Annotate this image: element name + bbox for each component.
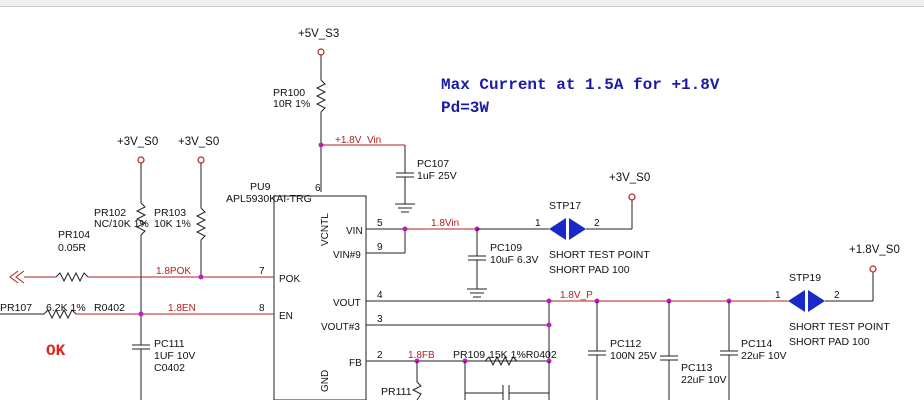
design-note-line1: Max Current at 1.5A for +1.8V — [441, 76, 720, 94]
pr109-value: 15K 1%R0402 — [489, 349, 557, 361]
pin-number-en: 8 — [259, 303, 265, 314]
test-point-stp19-right — [808, 290, 825, 312]
net-label-vin: 1.8Vin — [431, 218, 459, 229]
stp17-desc-line1: SHORT TEST POINT — [549, 249, 650, 261]
pr102-ref: PR102 — [94, 207, 126, 219]
pc111-ref: PC111 — [154, 338, 185, 350]
net-label-1v8-vin-top: +1.8V_Vin — [335, 135, 381, 146]
pc109-ref: PC109 — [490, 242, 522, 254]
pr100-value: 10R 1% — [273, 98, 310, 110]
power-net-3v-s0-b: +3V_S0 — [178, 136, 219, 148]
toolbar-strip — [0, 0, 924, 7]
ok-mark: OK — [46, 342, 66, 360]
ic-part-number: APL5930KAI-TRG — [226, 193, 312, 205]
pr109-ref: PR109 — [453, 349, 485, 361]
power-terminal-3v-s0 — [628, 193, 636, 201]
resistor-pr100-symbol — [315, 79, 327, 113]
stp19-desc-line1: SHORT TEST POINT — [789, 321, 890, 333]
resistor-pr109-symbol — [484, 355, 518, 367]
pin-number-vctl: 6 — [315, 183, 321, 194]
pc111-package: C0402 — [154, 362, 185, 374]
pr107-ref: PR107 — [0, 302, 32, 314]
power-net-3v-s0-c: +3V_S0 — [609, 172, 650, 184]
pc112-value: 100N 25V — [610, 350, 657, 362]
net-label-en: 1.8EN — [168, 303, 196, 314]
stp17-ref: STP17 — [549, 200, 581, 212]
pr103-value: 10K 1% — [154, 218, 191, 230]
junction — [198, 274, 204, 280]
power-net-1v8-s0: +1.8V_S0 — [849, 244, 900, 256]
pin-en: EN — [279, 311, 293, 322]
junction — [138, 311, 144, 317]
resistor-pr102-symbol — [135, 202, 147, 236]
pin-pok: POK — [279, 274, 300, 285]
pin-vout: VOUT — [333, 298, 361, 309]
pin-number-pok: 7 — [259, 266, 265, 277]
pc114-value: 22uF 10V — [741, 350, 787, 362]
pin-fb: FB — [349, 358, 362, 369]
pin-vctl: VCNTL — [320, 213, 331, 246]
pc111-value: 1UF 10V — [154, 350, 195, 362]
design-note-line2: Pd=3W — [441, 99, 489, 117]
resistor-pr103-symbol — [195, 207, 207, 241]
pr100-ref: PR100 — [273, 87, 305, 99]
power-terminal-3v-s0-b — [197, 156, 205, 164]
stp17-desc-line2: SHORT PAD 100 — [549, 264, 630, 276]
net-label-vout: 1.8V_P — [560, 290, 593, 301]
ic-pu9-body — [273, 195, 367, 400]
pr104-ref: PR104 — [58, 229, 90, 241]
resistor-pr111-symbol — [411, 381, 422, 400]
stp17-pin1: 1 — [535, 218, 541, 229]
pin-number-fb: 2 — [377, 350, 383, 361]
pc113-value: 22uF 10V — [681, 374, 727, 386]
pin-number-vin: 5 — [377, 218, 383, 229]
pr111-ref: PR111 — [381, 386, 412, 398]
stp19-ref: STP19 — [789, 272, 821, 284]
pc114-ref: PC114 — [741, 338, 772, 350]
power-net-3v-s0-a: +3V_S0 — [117, 136, 158, 148]
pr102-value: NC/10K 1% — [94, 218, 149, 230]
pr104-value: 0.05R — [58, 242, 86, 254]
pin-number-vout: 4 — [377, 290, 383, 301]
pc112-ref: PC112 — [610, 338, 641, 350]
pin-vin: VIN — [346, 226, 363, 237]
pr103-ref: PR103 — [154, 207, 186, 219]
net-label-pok: 1.8POK — [156, 266, 191, 277]
pc109-value: 10uF 6.3V — [490, 254, 538, 266]
test-point-stp17-left — [549, 218, 566, 240]
power-net-5v-s3: +5V_S3 — [298, 28, 339, 40]
pr107-package: R0402 — [94, 302, 125, 314]
pin-number-vout3: 3 — [377, 314, 383, 325]
stp19-pin1: 1 — [775, 290, 781, 301]
ground-icon — [395, 203, 415, 213]
pr107-value: 6.2K 1% — [46, 302, 86, 314]
power-terminal-5v-s3 — [317, 48, 325, 56]
net-label-fb: 1.8FB — [408, 350, 435, 361]
test-point-stp17-right — [569, 218, 586, 240]
offpage-connector-icon — [9, 270, 25, 284]
resistor-pr107-symbol — [43, 308, 77, 320]
pc107-value: 1uF 25V — [417, 170, 457, 182]
test-point-stp19-left — [788, 290, 805, 312]
pin-vin9: VIN#9 — [333, 250, 361, 261]
pin-number-vin9: 9 — [377, 242, 383, 253]
pc107-ref: PC107 — [417, 158, 449, 170]
resistor-pr104-symbol — [55, 271, 89, 283]
power-terminal-3v-s0-a — [137, 156, 145, 164]
stp19-desc-line2: SHORT PAD 100 — [789, 336, 870, 348]
pc113-ref: PC113 — [681, 362, 712, 374]
power-terminal-1v8-s0 — [869, 265, 877, 273]
pin-gnd: GND — [320, 370, 331, 392]
stp19-pin2: 2 — [834, 290, 840, 301]
ground-icon — [467, 288, 487, 298]
pin-vout3: VOUT#3 — [321, 322, 360, 333]
junction — [546, 322, 552, 328]
stp17-pin2: 2 — [594, 218, 600, 229]
ic-ref: PU9 — [250, 181, 271, 193]
